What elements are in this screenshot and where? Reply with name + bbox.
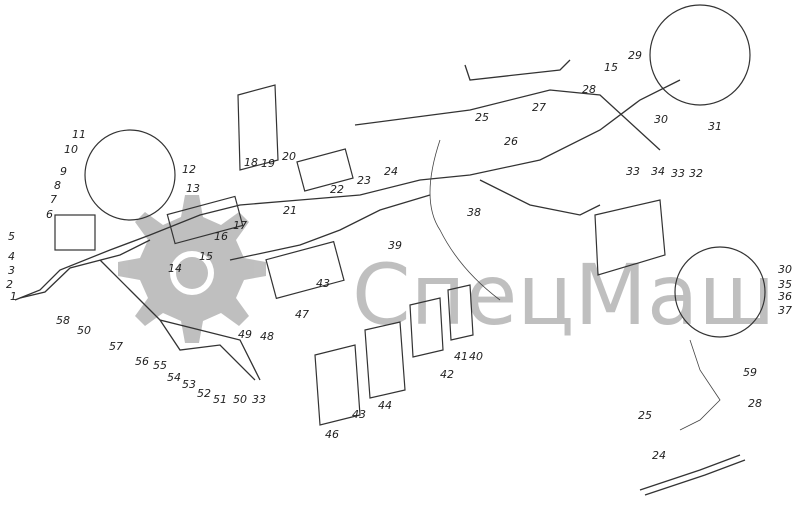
part-label-28: 28 — [748, 397, 762, 410]
part-label-37: 37 — [778, 304, 792, 317]
part-label-10: 10 — [64, 143, 78, 156]
part-label-33: 33 — [626, 165, 640, 178]
part-label-30: 30 — [778, 263, 792, 276]
part-label-27: 27 — [532, 101, 546, 114]
part-label-59: 59 — [743, 366, 757, 379]
part-label-9: 9 — [60, 165, 67, 178]
watermark-gear-icon — [118, 195, 266, 343]
part-label-30: 30 — [654, 113, 668, 126]
part-label-53: 53 — [182, 378, 196, 391]
part-label-42: 42 — [440, 368, 454, 381]
part-label-39: 39 — [388, 239, 402, 252]
part-label-49: 49 — [238, 328, 252, 341]
part-label-47: 47 — [295, 308, 309, 321]
part-label-21: 21 — [283, 204, 297, 217]
part-label-44: 44 — [378, 399, 392, 412]
part-label-15: 15 — [604, 61, 618, 74]
part-label-29: 29 — [628, 49, 642, 62]
part-label-16: 16 — [214, 230, 228, 243]
part-label-24: 24 — [384, 165, 398, 178]
part-label-3: 3 — [8, 264, 15, 277]
part-label-19: 19 — [261, 157, 275, 170]
part-label-41: 41 — [454, 350, 468, 363]
part-label-8: 8 — [54, 179, 61, 192]
part-label-46: 46 — [325, 428, 339, 441]
part-label-14: 14 — [168, 262, 182, 275]
part-label-22: 22 — [330, 183, 344, 196]
part-label-25: 25 — [475, 111, 489, 124]
part-label-43: 43 — [352, 408, 366, 421]
part-label-51: 51 — [213, 393, 227, 406]
pipes — [14, 59, 746, 496]
part-label-50: 50 — [233, 393, 247, 406]
part-label-20: 20 — [282, 150, 296, 163]
part-label-31: 31 — [708, 120, 722, 133]
part-label-1: 1 — [10, 290, 17, 303]
watermark-text: СпецМаш — [352, 246, 775, 344]
part-label-13: 13 — [186, 182, 200, 195]
part-label-15: 15 — [199, 250, 213, 263]
part-label-57: 57 — [109, 340, 123, 353]
part-label-36: 36 — [778, 290, 792, 303]
part-label-2: 2 — [6, 278, 13, 291]
part-label-25: 25 — [638, 409, 652, 422]
part-label-11: 11 — [72, 128, 86, 141]
part-label-52: 52 — [197, 387, 211, 400]
part-label-38: 38 — [467, 206, 481, 219]
part-label-12: 12 — [182, 163, 196, 176]
part-label-6: 6 — [46, 208, 53, 221]
part-label-23: 23 — [357, 174, 371, 187]
part-label-5: 5 — [8, 230, 15, 243]
part-label-17: 17 — [233, 219, 247, 232]
part-label-34: 34 — [651, 165, 665, 178]
part-label-7: 7 — [50, 193, 57, 206]
part-label-33: 33 — [252, 393, 266, 406]
components — [54, 4, 766, 426]
part-label-4: 4 — [8, 250, 15, 263]
part-label-50: 50 — [77, 324, 91, 337]
part-label-35: 35 — [778, 278, 792, 291]
part-label-56: 56 — [135, 355, 149, 368]
part-label-24: 24 — [652, 449, 666, 462]
part-label-33: 33 — [671, 167, 685, 180]
part-label-26: 26 — [504, 135, 518, 148]
part-label-18: 18 — [244, 156, 258, 169]
part-label-40: 40 — [469, 350, 483, 363]
part-label-28: 28 — [582, 83, 596, 96]
part-label-43: 43 — [316, 277, 330, 290]
part-label-58: 58 — [56, 314, 70, 327]
part-label-54: 54 — [167, 371, 181, 384]
part-label-55: 55 — [153, 359, 167, 372]
part-label-48: 48 — [260, 330, 274, 343]
part-label-32: 32 — [689, 167, 703, 180]
